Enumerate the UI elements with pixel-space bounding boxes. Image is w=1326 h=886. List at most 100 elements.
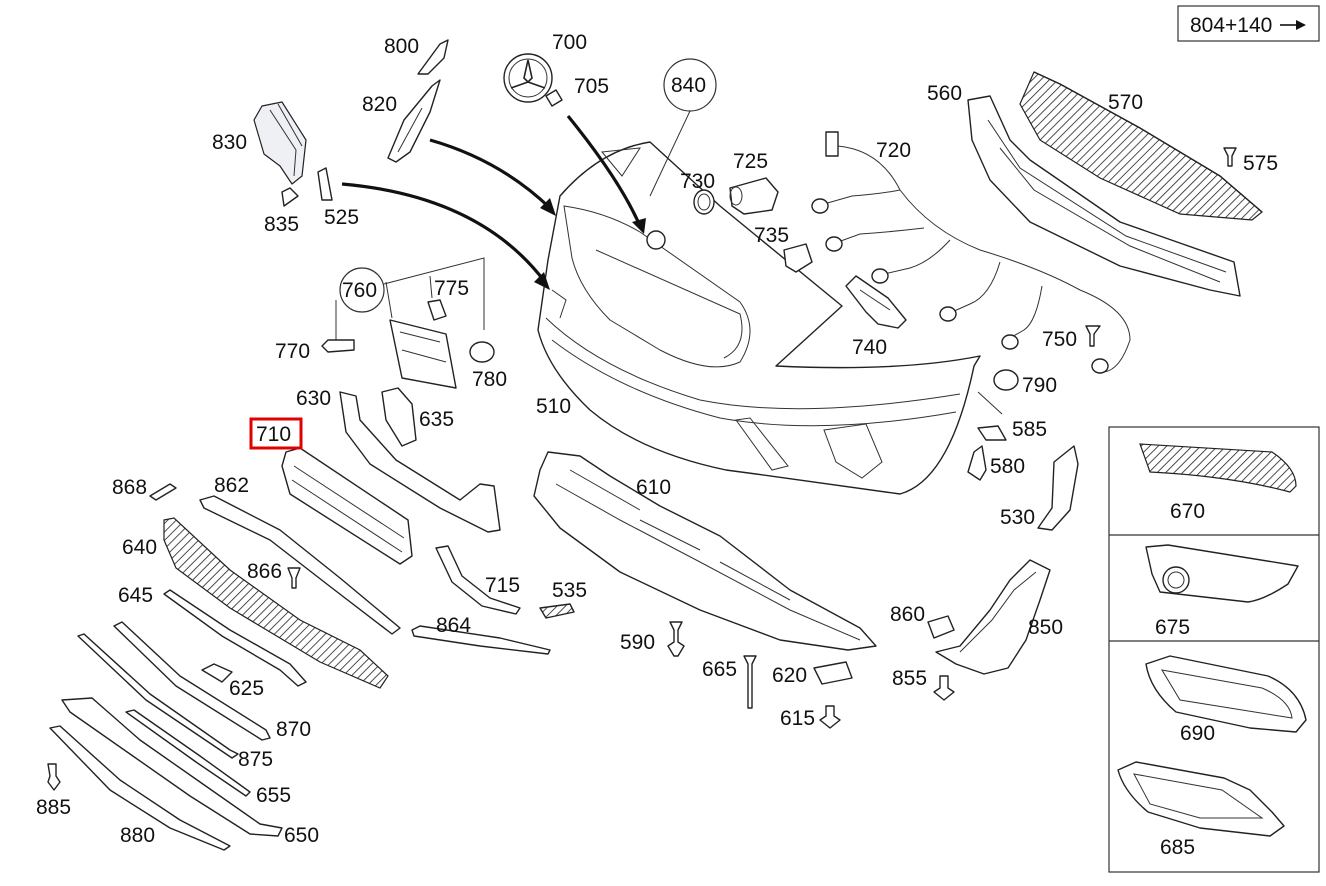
callout-740[interactable]: 740 [852,336,887,359]
clip-780 [469,341,495,363]
callout-685[interactable]: 685 [1160,836,1195,859]
strip-875 [77,633,239,759]
callout-590[interactable]: 590 [620,631,655,654]
callout-860[interactable]: 860 [890,603,925,626]
callout-862[interactable]: 862 [214,474,249,497]
callout-580[interactable]: 580 [990,455,1025,478]
callout-866[interactable]: 866 [247,560,282,583]
selected-callout-highlight [249,417,303,450]
strip-645 [163,589,307,687]
strip-870 [113,621,271,741]
strip-864 [411,625,551,655]
star-emblem-700 [503,53,553,103]
callout-725[interactable]: 725 [733,150,768,173]
callout-650[interactable]: 650 [284,824,319,847]
grille-assembly-560 [967,95,1241,297]
callout-610[interactable]: 610 [636,476,671,499]
callout-800[interactable]: 800 [384,35,419,58]
callout-864[interactable]: 864 [436,614,471,637]
screw-750 [1085,325,1101,347]
callout-730[interactable]: 730 [680,170,715,193]
callout-720[interactable]: 720 [876,139,911,162]
callout-710[interactable]: 710 [256,423,291,446]
wiring-harness-720 [811,131,1131,374]
pin-665 [743,655,757,709]
screw-575 [1223,147,1237,167]
callout-labels: 800 700 705 840 820 830 835 525 730 725 … [36,31,1278,859]
callout-585[interactable]: 585 [1012,418,1047,441]
callout-820[interactable]: 820 [362,93,397,116]
callout-880[interactable]: 880 [120,824,155,847]
side-panels [1108,426,1320,873]
callout-560[interactable]: 560 [927,82,962,105]
strip-655 [125,709,251,797]
reference-label: 804+140 [1190,14,1272,37]
callout-775[interactable]: 775 [434,277,469,300]
callout-840[interactable]: 840 [671,74,706,97]
callout-645[interactable]: 645 [118,584,153,607]
callout-850[interactable]: 850 [1028,616,1063,639]
callout-715[interactable]: 715 [485,574,520,597]
callout-570[interactable]: 570 [1108,91,1143,114]
reference-box[interactable]: 804+140 [1177,5,1320,42]
strip-880 [49,725,231,851]
plate-holder [389,319,457,389]
clip-775 [427,299,447,321]
screw-770 [321,339,355,353]
callout-690[interactable]: 690 [1180,722,1215,745]
callout-870[interactable]: 870 [276,718,311,741]
callout-575[interactable]: 575 [1243,152,1278,175]
grille-640 [163,517,389,689]
callout-535[interactable]: 535 [552,579,587,602]
callout-655[interactable]: 655 [256,784,291,807]
screw-866 [287,567,301,589]
ring-730 [693,189,715,215]
callout-525[interactable]: 525 [324,206,359,229]
callout-735[interactable]: 735 [754,224,789,247]
callout-790[interactable]: 790 [1022,374,1057,397]
callout-875[interactable]: 875 [238,748,273,771]
strip-650 [61,697,283,837]
callout-780[interactable]: 780 [472,368,507,391]
callout-530[interactable]: 530 [1000,506,1035,529]
sensor-735 [783,243,813,273]
clip-585 [977,425,1007,441]
screw-590 [667,621,685,657]
callout-670[interactable]: 670 [1170,500,1205,523]
callout-675[interactable]: 675 [1155,616,1190,639]
arrow-right-icon [1296,20,1306,30]
callout-625[interactable]: 625 [229,677,264,700]
grille-570 [1019,71,1263,221]
bracket-525 [317,167,333,201]
callout-830[interactable]: 830 [212,131,247,154]
sensor-725 [729,177,779,215]
pin-868 [149,483,177,501]
callout-770[interactable]: 770 [275,340,310,363]
callout-665[interactable]: 665 [702,658,737,681]
callout-705[interactable]: 705 [574,75,609,98]
callout-760[interactable]: 760 [342,279,377,302]
clip-860 [927,615,955,639]
trim-800 [417,39,449,75]
callout-750[interactable]: 750 [1042,328,1077,351]
callout-700[interactable]: 700 [552,31,587,54]
pin-885 [47,763,61,791]
bracket-630 [339,391,501,533]
callout-510[interactable]: 510 [536,395,571,418]
callout-620[interactable]: 620 [772,664,807,687]
bracket-740 [845,275,907,329]
callout-855[interactable]: 855 [892,667,927,690]
bracket-715 [435,545,521,615]
callout-835[interactable]: 835 [264,213,299,236]
callout-615[interactable]: 615 [780,707,815,730]
callout-640[interactable]: 640 [122,536,157,559]
underbody-610 [533,451,877,651]
callout-868[interactable]: 868 [112,476,147,499]
clip-705 [545,89,563,107]
clip-790 [993,369,1019,391]
callout-885[interactable]: 885 [36,796,71,819]
strip-862 [199,495,401,635]
callout-635[interactable]: 635 [419,408,454,431]
trim-830 [253,101,307,185]
callout-630[interactable]: 630 [296,387,331,410]
